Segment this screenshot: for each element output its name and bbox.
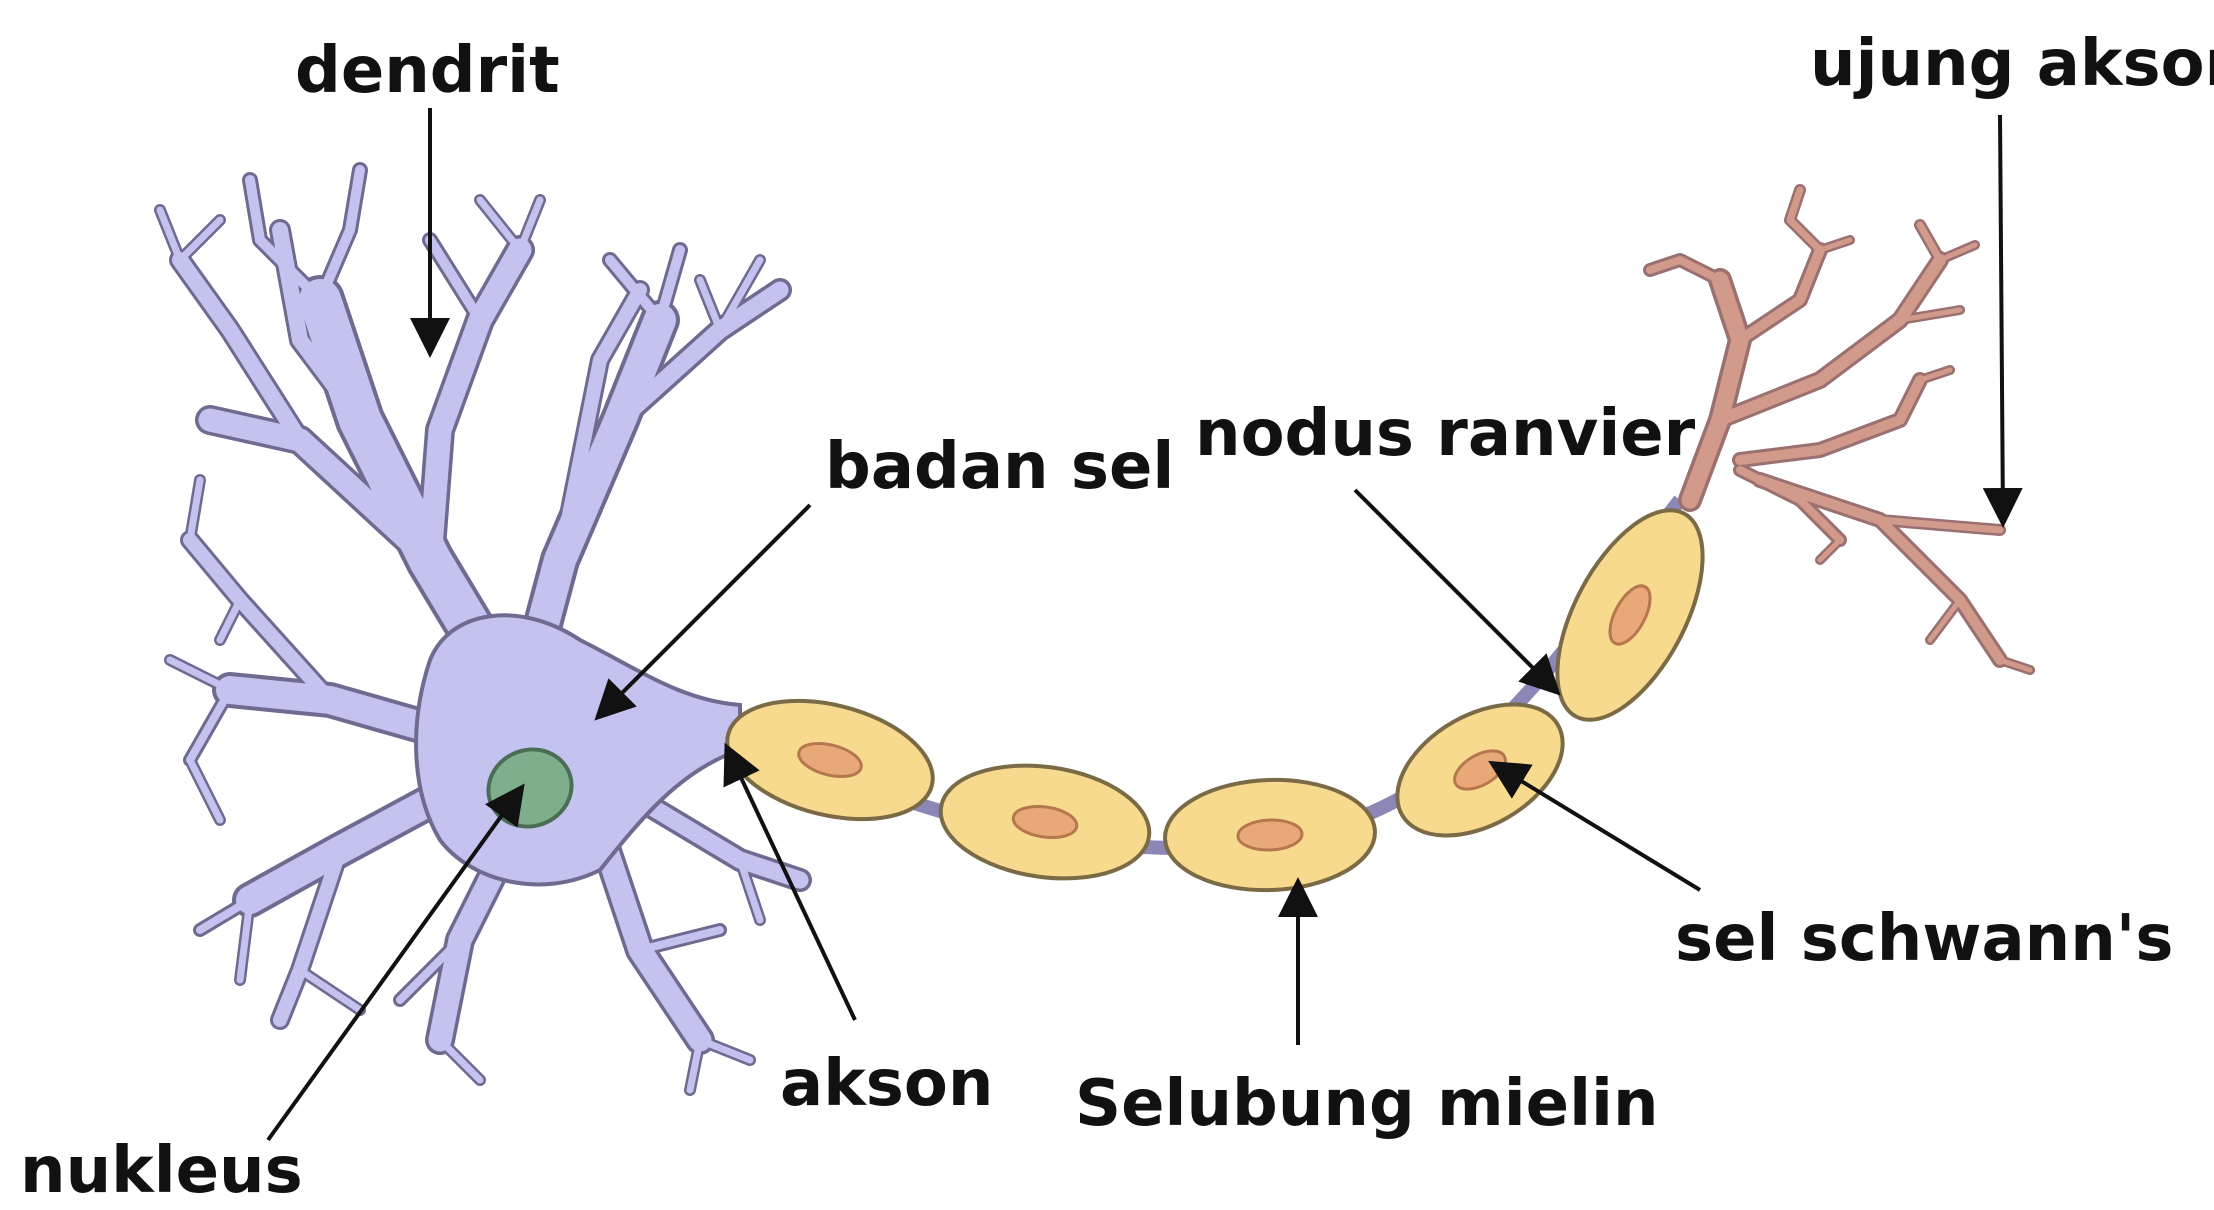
label-ujung-akson: ujung akson [1810, 27, 2214, 101]
label-sel-schwann: sel schwann's [1675, 902, 2173, 976]
myelin-segment [1375, 677, 1586, 862]
myelin-segment [715, 681, 945, 839]
label-badan-sel: badan sel [825, 430, 1174, 504]
arrow-badan-sel [600, 505, 810, 715]
arrow-nodus-ranvier [1355, 490, 1555, 690]
label-dendrit: dendrit [295, 34, 560, 108]
label-nukleus: nukleus [20, 1134, 303, 1205]
axon-terminals [1650, 190, 2030, 670]
myelin-segment [1527, 488, 1732, 743]
label-nodus-ranvier: nodus ranvier [1195, 397, 1696, 471]
arrow-ujung-akson [2000, 115, 2003, 520]
arrow-sel-schwann [1495, 765, 1700, 890]
schwann-nucleus [1237, 819, 1302, 851]
label-selubung-mielin: Selubung mielin [1075, 1067, 1659, 1141]
label-akson: akson [780, 1047, 993, 1121]
myelin-sheath [715, 488, 1733, 894]
myelin-segment [933, 753, 1156, 891]
myelin-segment [1163, 776, 1377, 893]
